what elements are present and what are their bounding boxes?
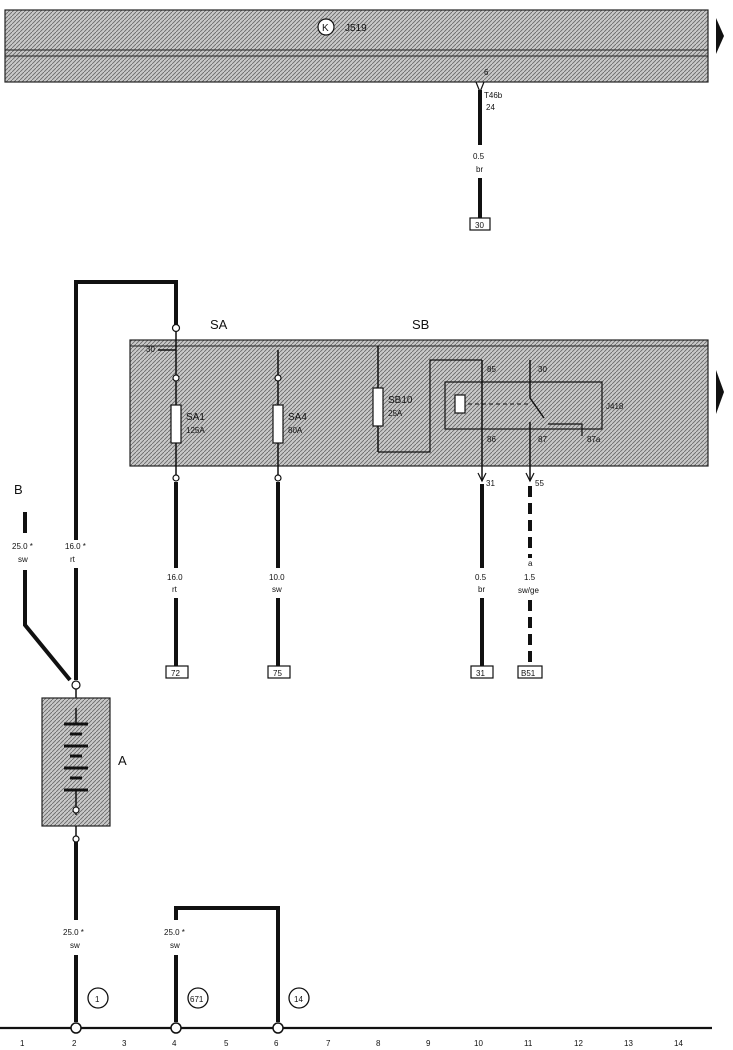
panel-label-sb: SB bbox=[412, 317, 429, 332]
scale-11: 11 bbox=[524, 1039, 533, 1048]
fuse-sa4-name: SA4 bbox=[288, 412, 307, 423]
ground-lead-2-gauge: 25.0 * bbox=[164, 928, 185, 937]
relay-pin-87: 87 bbox=[538, 435, 547, 444]
top-connector-pin: 24 bbox=[486, 103, 495, 112]
wire-2-gauge: 10.0 bbox=[269, 573, 285, 582]
wire-4-gauge: 1.5 bbox=[524, 573, 536, 582]
scale-10: 10 bbox=[474, 1039, 483, 1048]
control-unit-bar: K J519 bbox=[4, 9, 709, 83]
ground-point-3: 14 bbox=[294, 995, 303, 1004]
scale-13: 13 bbox=[624, 1039, 633, 1048]
scale-9: 9 bbox=[426, 1039, 431, 1048]
ground-lead-2-color: sw bbox=[170, 941, 180, 950]
fuse-sb10-rating: 25A bbox=[388, 409, 403, 418]
relay-j418: 85 30 86 87 87a J418 bbox=[444, 360, 624, 450]
panel-continuation-arrow-icon bbox=[716, 370, 724, 414]
scale-8: 8 bbox=[376, 1039, 381, 1048]
top-pin-label: 6 bbox=[484, 68, 489, 77]
lead-b-gauge: 25.0 * bbox=[12, 542, 33, 551]
fuse-panel bbox=[129, 339, 709, 467]
column-scale: 1 2 3 4 5 6 7 8 9 10 11 12 13 14 bbox=[20, 1039, 683, 1048]
top-wire-gauge: 0.5 bbox=[473, 152, 485, 161]
scale-14: 14 bbox=[674, 1039, 683, 1048]
fuse-sa1-name: SA1 bbox=[186, 412, 205, 423]
ground-point-1: 1 bbox=[95, 995, 100, 1004]
wire-2-color: sw bbox=[272, 585, 282, 594]
scale-3: 3 bbox=[122, 1039, 127, 1048]
control-unit-label: J519 bbox=[345, 23, 367, 34]
continuation-arrow-icon bbox=[716, 18, 724, 54]
wire-1-ref: 72 bbox=[171, 669, 180, 678]
relay-pin-86: 86 bbox=[487, 435, 496, 444]
top-connector-label: T46b bbox=[484, 91, 503, 100]
relay-pin-30: 30 bbox=[538, 365, 547, 374]
panel-pin-30: 30 bbox=[146, 345, 155, 354]
fuse-sa4-rating: 80A bbox=[288, 426, 303, 435]
svg-text:rt: rt bbox=[70, 555, 76, 564]
wire-1-color: rt bbox=[172, 585, 178, 594]
fuse-sa1-rating: 125A bbox=[186, 426, 205, 435]
relay-out-pin-31: 31 bbox=[486, 479, 495, 488]
scale-2: 2 bbox=[72, 1039, 77, 1048]
unit-circle-letter: K bbox=[322, 23, 329, 34]
top-wire-ref: 30 bbox=[475, 221, 484, 230]
wire-2-ref: 75 bbox=[273, 669, 282, 678]
battery-a bbox=[41, 697, 111, 827]
ground-lead-1-gauge: 25.0 * bbox=[63, 928, 84, 937]
wire-3-color: br bbox=[478, 585, 485, 594]
scale-7: 7 bbox=[326, 1039, 331, 1048]
wire-4-ref: B51 bbox=[521, 669, 536, 678]
panel-label-sa: SA bbox=[210, 317, 228, 332]
scale-4: 4 bbox=[172, 1039, 177, 1048]
battery-letter: A bbox=[118, 753, 127, 768]
relay-pin-87a: 87a bbox=[587, 435, 601, 444]
svg-text:16.0 *: 16.0 * bbox=[65, 542, 86, 551]
wire-3-ref: 31 bbox=[476, 669, 485, 678]
top-wire-color: br bbox=[476, 165, 483, 174]
wire-4-color: sw/ge bbox=[518, 586, 539, 595]
ground-lead-1-color: sw bbox=[70, 941, 80, 950]
fuse-sb10-name: SB10 bbox=[388, 395, 413, 406]
wire-1-gauge: 16.0 bbox=[167, 573, 183, 582]
wire-4-extra: a bbox=[528, 559, 533, 568]
relay-pin-85: 85 bbox=[487, 365, 496, 374]
relay-out-pin-55: 55 bbox=[535, 479, 544, 488]
lead-b-color: sw bbox=[18, 555, 28, 564]
lead-letter-b: B bbox=[14, 482, 23, 497]
ground-point-2: 671 bbox=[190, 995, 204, 1004]
scale-1: 1 bbox=[20, 1039, 25, 1048]
scale-12: 12 bbox=[574, 1039, 583, 1048]
scale-6: 6 bbox=[274, 1039, 279, 1048]
relay-name: J418 bbox=[606, 402, 624, 411]
scale-5: 5 bbox=[224, 1039, 229, 1048]
wire-3-gauge: 0.5 bbox=[475, 573, 487, 582]
